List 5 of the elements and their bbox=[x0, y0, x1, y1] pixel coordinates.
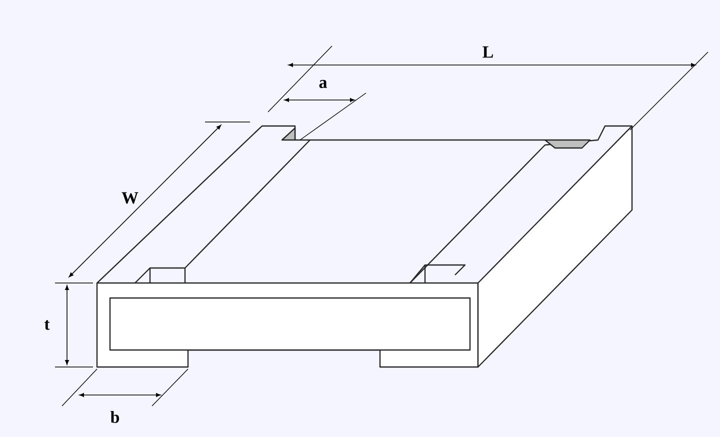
dimension-label: t bbox=[44, 320, 50, 330]
dimension-label: W bbox=[122, 192, 138, 204]
dimension-label: L bbox=[482, 46, 493, 58]
dimension-label: a bbox=[319, 80, 327, 88]
dimension-label: b bbox=[110, 411, 120, 423]
